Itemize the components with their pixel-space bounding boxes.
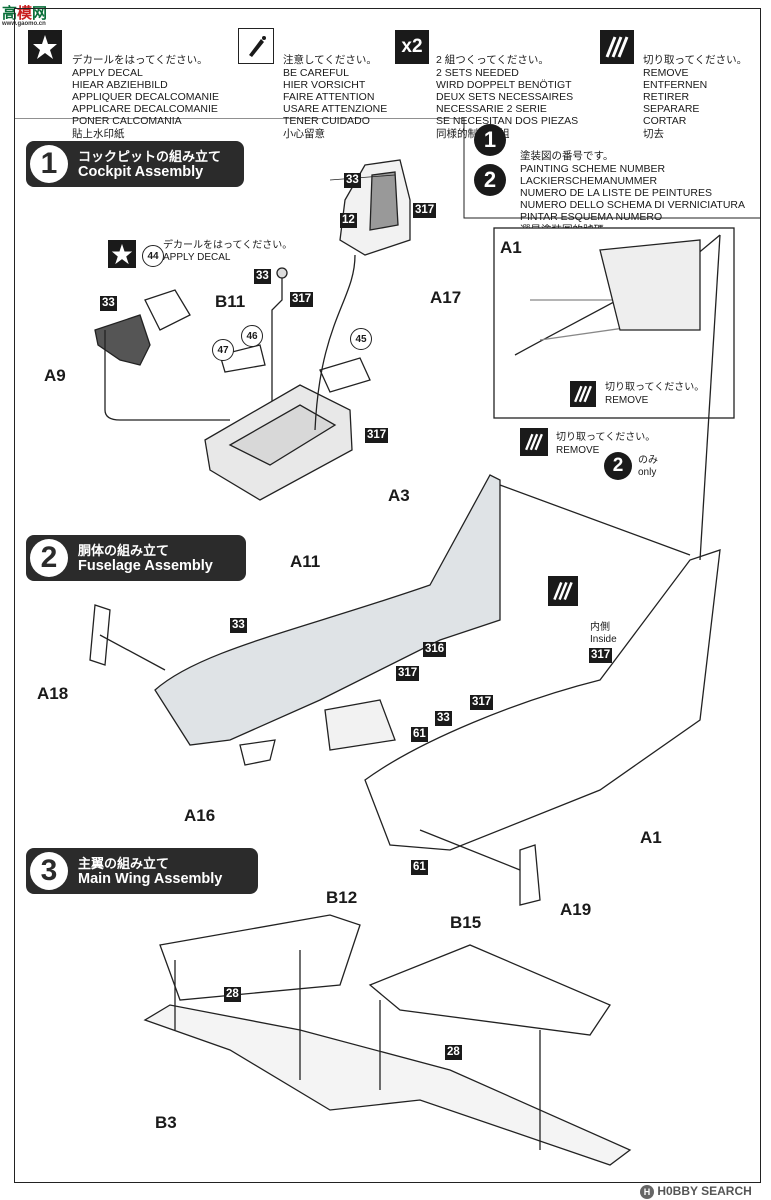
color-code-317-inside: 317 xyxy=(589,648,613,663)
color-code-317-a1: 317 xyxy=(470,695,494,710)
cut-icon-fuselage xyxy=(548,576,578,606)
watermark-url: www.gaomo.cn xyxy=(2,21,46,27)
color-code-61-top: 61 xyxy=(411,727,428,742)
color-code-12-seat: 12 xyxy=(340,213,357,228)
apply-decal-note-jp: デカールをはってください。 xyxy=(163,240,293,251)
watermark-top: 高模网 www.gaomo.cn xyxy=(2,2,47,27)
remove-note-inset-en: REMOVE xyxy=(605,395,649,406)
step-3-title-en: Main Wing Assembly xyxy=(78,871,223,887)
star-icon xyxy=(28,30,62,64)
part-label-b3: B3 xyxy=(155,1113,177,1132)
part-label-a16: A16 xyxy=(184,806,216,825)
watermark-bottom: H H0BBY SEARCH xyxy=(640,1184,752,1199)
step-3-number: 3 xyxy=(30,852,68,890)
part-label-a1: A1 xyxy=(640,828,662,847)
cut-icon xyxy=(600,30,634,64)
step-2-header: 2 胴体の組み立て Fuselage Assembly xyxy=(26,535,246,581)
step-1-title-jp: コックピットの組み立て xyxy=(78,149,222,164)
step-2-title-en: Fuselage Assembly xyxy=(78,558,213,574)
inside-note-jp: 内側 xyxy=(590,622,610,633)
color-code-33-a9: 33 xyxy=(100,296,117,311)
x2-icon: x2 xyxy=(395,30,429,64)
part-label-a19: A19 xyxy=(560,900,592,919)
cut-icon-tail xyxy=(520,428,548,456)
color-code-317-fuselage: 317 xyxy=(396,666,420,681)
star-icon-apply xyxy=(108,240,136,268)
step-2-title-jp: 胴体の組み立て xyxy=(78,543,170,558)
color-code-33-seat: 33 xyxy=(344,173,361,188)
part-label-a18: A18 xyxy=(37,684,69,703)
inside-note-en: Inside xyxy=(590,634,617,645)
part-label-a9: A9 xyxy=(44,366,66,385)
remove-note-tail-en: REMOVE xyxy=(556,445,600,456)
apply-decal-note-en: APPLY DECAL xyxy=(163,252,231,263)
color-code-28-right: 28 xyxy=(445,1045,462,1060)
color-code-33-fuselage: 33 xyxy=(230,618,247,633)
instruction-frame xyxy=(14,8,761,1183)
watermark-char-3: 网 xyxy=(32,5,48,22)
part-label-a11: A11 xyxy=(290,552,321,571)
color-code-316-fuselage: 316 xyxy=(423,642,447,657)
legend-separator xyxy=(14,118,760,219)
decal-number-45: 45 xyxy=(350,328,372,350)
watermark-bottom-text: H0BBY SEARCH xyxy=(657,1184,752,1198)
color-code-317-tub: 317 xyxy=(365,428,389,443)
color-code-28-left: 28 xyxy=(224,987,241,1002)
decal-number-47: 47 xyxy=(212,339,234,361)
part-label-b15: B15 xyxy=(450,913,482,932)
color-code-33-stick: 33 xyxy=(254,269,271,284)
color-code-33-a1: 33 xyxy=(435,711,452,726)
only-note-jp: のみ xyxy=(638,455,658,466)
remove-note-tail-jp: 切り取ってください。 xyxy=(556,432,656,443)
color-code-317-seat: 317 xyxy=(413,203,437,218)
watermark-bottom-logo: H xyxy=(640,1185,654,1199)
remove-note-inset-jp: 切り取ってください。 xyxy=(605,382,705,393)
part-label-a17: A17 xyxy=(430,288,462,307)
scheme-icon-2: 2 xyxy=(474,164,506,196)
decal-number-46: 46 xyxy=(241,325,263,347)
scheme-icon-1: 1 xyxy=(474,124,506,156)
watermark-char-1: 高 xyxy=(2,5,18,22)
step-1-header: 1 コックピットの組み立て Cockpit Assembly xyxy=(26,141,244,187)
cut-icon-inset xyxy=(570,381,596,407)
color-code-317-stick: 317 xyxy=(290,292,314,307)
step-1-number: 1 xyxy=(30,145,68,183)
step-1-title-en: Cockpit Assembly xyxy=(78,164,204,180)
step-2-number: 2 xyxy=(30,539,68,577)
color-code-61-bottom: 61 xyxy=(411,860,428,875)
watermark-char-2: 模 xyxy=(17,5,33,22)
part-label-b11: B11 xyxy=(215,292,246,311)
part-label-b12: B12 xyxy=(326,888,358,907)
scheme-2-only-icon: 2 xyxy=(604,452,632,480)
only-note-en: only xyxy=(638,467,657,478)
decal-number-44: 44 xyxy=(142,245,164,267)
step-3-title-jp: 主翼の組み立て xyxy=(78,856,170,871)
part-label-a1-inset: A1 xyxy=(500,238,522,257)
step-3-header: 3 主翼の組み立て Main Wing Assembly xyxy=(26,848,258,894)
glue-icon xyxy=(238,28,274,64)
part-label-a3: A3 xyxy=(388,486,410,505)
